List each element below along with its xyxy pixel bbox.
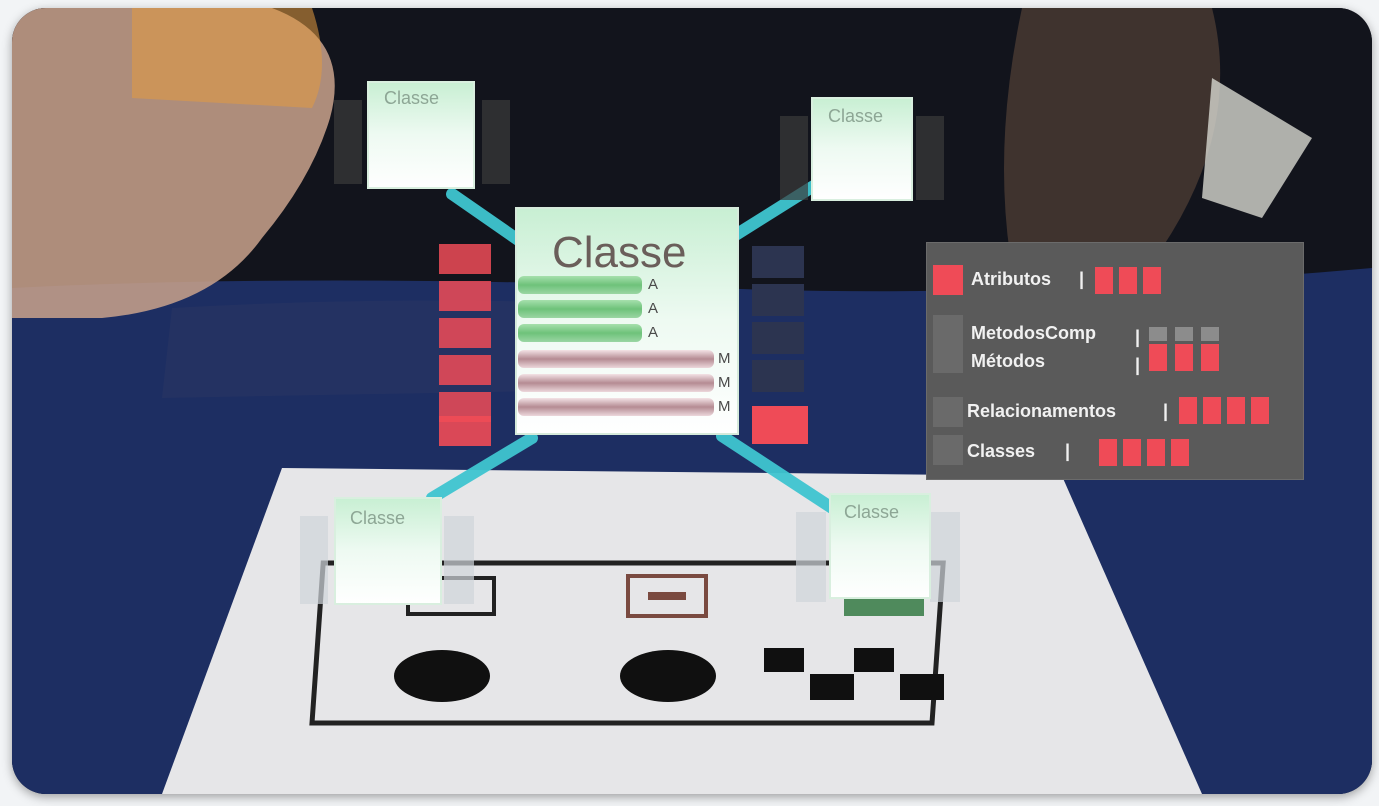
atributos-swatch (933, 265, 963, 295)
marker-square-2 (626, 574, 708, 618)
relacionamentos-swatch (933, 397, 963, 427)
atributos-label: Atributos (971, 269, 1051, 289)
small-class-label-top-left: Classe (384, 88, 440, 108)
main-method-bars (518, 350, 714, 416)
main-attribute-bars (518, 276, 642, 342)
arm-shadow (1004, 8, 1221, 268)
attribute-suffix-2: A (648, 300, 659, 317)
relacionamentos-bar (1251, 397, 1269, 424)
small-class-label-bottom-left: Classe (350, 508, 406, 528)
metodos-label: Métodos (971, 351, 1045, 371)
metodos-comp-separator: | (1135, 327, 1141, 347)
marker-square-2-inner (648, 592, 686, 600)
small-class-bottom-left (300, 497, 474, 605)
orange-highlight (132, 8, 322, 108)
main-class-label: Classe (552, 228, 687, 277)
metodos-comp-bar (1149, 327, 1167, 341)
main-relation-stack (752, 246, 808, 444)
metodos-bar (1175, 344, 1193, 371)
attribute-suffix-1: A (648, 276, 659, 293)
small-class-top-right (780, 97, 944, 201)
relacionamentos-label: Relacionamentos (967, 401, 1117, 421)
metodos-bar (1149, 344, 1167, 371)
classes-bar (1123, 439, 1141, 466)
small-class-top-left (334, 81, 510, 189)
relacionamentos-separator: | (1163, 401, 1169, 421)
classes-label: Classes (967, 441, 1036, 461)
method-suffix-3: M (718, 398, 731, 415)
metodos-comp-label: MetodosComp (971, 323, 1096, 343)
metodos-comp-bar (1175, 327, 1193, 341)
method-suffix-2: M (718, 374, 731, 391)
atributos-bar (1095, 267, 1113, 294)
atributos-bar (1119, 267, 1137, 294)
relacionamentos-bar (1203, 397, 1221, 424)
metodos-bar (1201, 344, 1219, 371)
legend-panel: Atributos | MetodosComp Métodos | | Rela… (926, 242, 1304, 480)
main-class-card (515, 207, 739, 435)
classes-bar (1171, 439, 1189, 466)
marker-square-3 (844, 598, 924, 616)
classes-swatch (933, 435, 963, 465)
relation-highlight (752, 406, 808, 444)
marker-checker (764, 648, 944, 700)
atributos-bar (1143, 267, 1161, 294)
marker-circle-1 (394, 650, 490, 702)
ar-scene (12, 8, 1372, 794)
small-class-label-top-right: Classe (828, 106, 884, 126)
metodos-separator: | (1135, 355, 1141, 375)
relacionamentos-bar (1179, 397, 1197, 424)
metodos-swatch (933, 315, 963, 373)
marker-circle-2 (620, 650, 716, 702)
metodos-comp-bar (1201, 327, 1219, 341)
main-attribute-stack (439, 244, 491, 446)
classes-bar (1147, 439, 1165, 466)
marker-border (309, 560, 946, 726)
classes-separator: | (1065, 441, 1071, 461)
method-suffix-1: M (718, 350, 731, 367)
paper-edge (1202, 78, 1312, 218)
classes-bar (1099, 439, 1117, 466)
small-class-label-bottom-right: Classe (844, 502, 900, 522)
small-class-bottom-right (796, 493, 960, 602)
relacionamentos-bar (1227, 397, 1245, 424)
attribute-suffix-3: A (648, 324, 659, 341)
ar-camera-view: Classe Classe Classe Classe Classe A A A… (12, 8, 1372, 794)
atributos-separator: | (1079, 269, 1085, 289)
